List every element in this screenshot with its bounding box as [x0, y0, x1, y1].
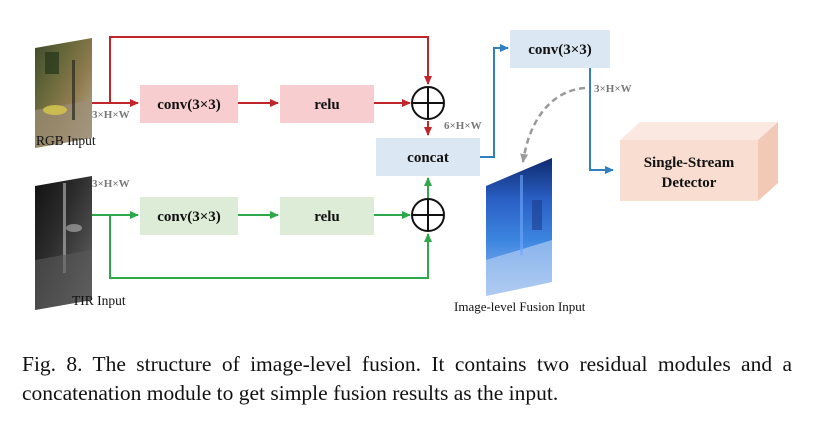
tir-path-connectors — [92, 177, 432, 279]
rgb-relu-box — [280, 85, 374, 123]
fusion-input-image — [486, 158, 552, 296]
conv-out-dim-label: 3×H×W — [594, 83, 632, 95]
top-conv-box — [510, 30, 610, 68]
rgb-relu-label: relu — [314, 97, 340, 113]
blue-path-connectors — [480, 44, 614, 174]
tir-conv-label: conv(3×3) — [157, 209, 221, 225]
rgb-add-icon — [411, 86, 445, 120]
rgb-dim-label: 3×H×W — [92, 109, 130, 121]
tir-add-icon — [411, 198, 445, 232]
conv-to-detector-arrow — [589, 68, 614, 174]
detector-label-line1: Single-Stream — [644, 155, 735, 171]
tir-input-image — [35, 176, 92, 310]
rgb-input-image — [35, 38, 92, 148]
rgb-input-label: RGB Input — [36, 133, 96, 148]
rgb-conv-box — [140, 85, 238, 123]
tir-relu-label: relu — [314, 209, 340, 225]
concat-box — [376, 138, 480, 176]
fusion-input-label: Image-level Fusion Input — [454, 299, 586, 314]
rgb-skip-connection — [109, 36, 432, 103]
top-conv-label: conv(3×3) — [528, 42, 592, 58]
detector-label-line2: Detector — [662, 175, 717, 191]
tir-skip-connection — [109, 215, 432, 279]
rgb-path-connectors — [92, 36, 432, 136]
tir-conv-box — [140, 197, 238, 235]
tir-relu-box — [280, 197, 374, 235]
rgb-conv-label: conv(3×3) — [157, 97, 221, 113]
concat-to-conv-arrow — [480, 44, 509, 158]
tir-input-label: TIR Input — [72, 293, 126, 308]
figure-caption: Fig. 8. The structure of image-level fus… — [22, 352, 792, 405]
concat-label: concat — [407, 150, 449, 166]
detector-box — [620, 122, 778, 201]
tir-dim-label: 3×H×W — [92, 178, 130, 190]
concat-dim-label: 6×H×W — [444, 120, 482, 132]
fusion-feedback-arrow — [520, 86, 586, 163]
